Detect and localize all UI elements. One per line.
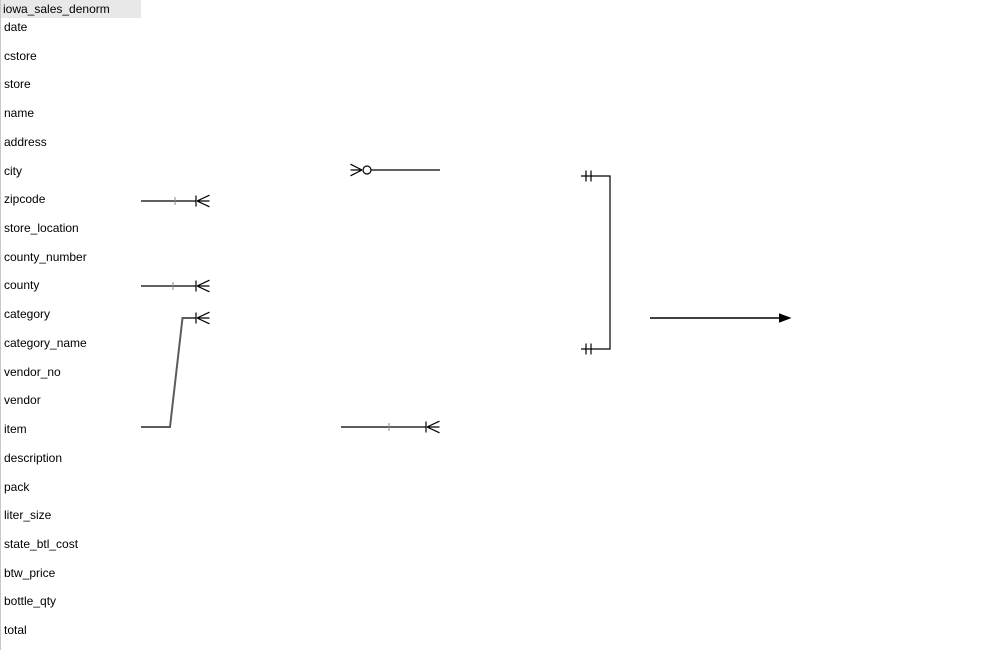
field-label: category_name — [4, 335, 87, 350]
field-label: description — [4, 450, 63, 465]
field-label: bottle_qty — [4, 594, 57, 609]
field-label: name — [4, 106, 35, 121]
field-label: liter_size — [4, 508, 52, 523]
field-label: btw_price — [4, 565, 56, 580]
field-label: address — [4, 134, 47, 149]
field-label: vendor — [4, 393, 41, 408]
relationship-sales-convenience-store[interactable] — [350, 163, 441, 177]
relationship-category-sales[interactable] — [141, 194, 210, 208]
field-label: item — [4, 422, 27, 437]
relationship-county-store[interactable] — [341, 420, 440, 434]
relationship-item-sales[interactable] — [141, 311, 210, 428]
field-label: category — [4, 307, 51, 322]
relationship-convenience-store-store[interactable] — [581, 170, 611, 355]
field-label: county — [4, 278, 40, 293]
entity-title: iowa_sales_denorm — [1, 0, 141, 18]
field-label: store — [4, 77, 31, 92]
field-label: store_location — [4, 221, 79, 236]
field-label: cstore — [4, 48, 37, 63]
relationship-vendor-sales[interactable] — [141, 279, 210, 293]
field-label: county_number — [4, 249, 87, 264]
field-label: total — [4, 623, 27, 638]
field-label: pack — [4, 479, 30, 494]
field-label: state_btl_cost — [4, 536, 79, 551]
denormalize-arrow[interactable] — [650, 313, 792, 323]
field-label: vendor_no — [4, 364, 61, 379]
field-label: city — [4, 163, 22, 178]
entity-iowa-sales-denorm[interactable]: iowa_sales_denorm date cstore store name add… — [0, 0, 141, 650]
field-label: date — [4, 20, 28, 34]
field-label: zipcode — [4, 192, 46, 207]
field-list: date cstore store name address city zipcode sto… — [1, 18, 141, 650]
